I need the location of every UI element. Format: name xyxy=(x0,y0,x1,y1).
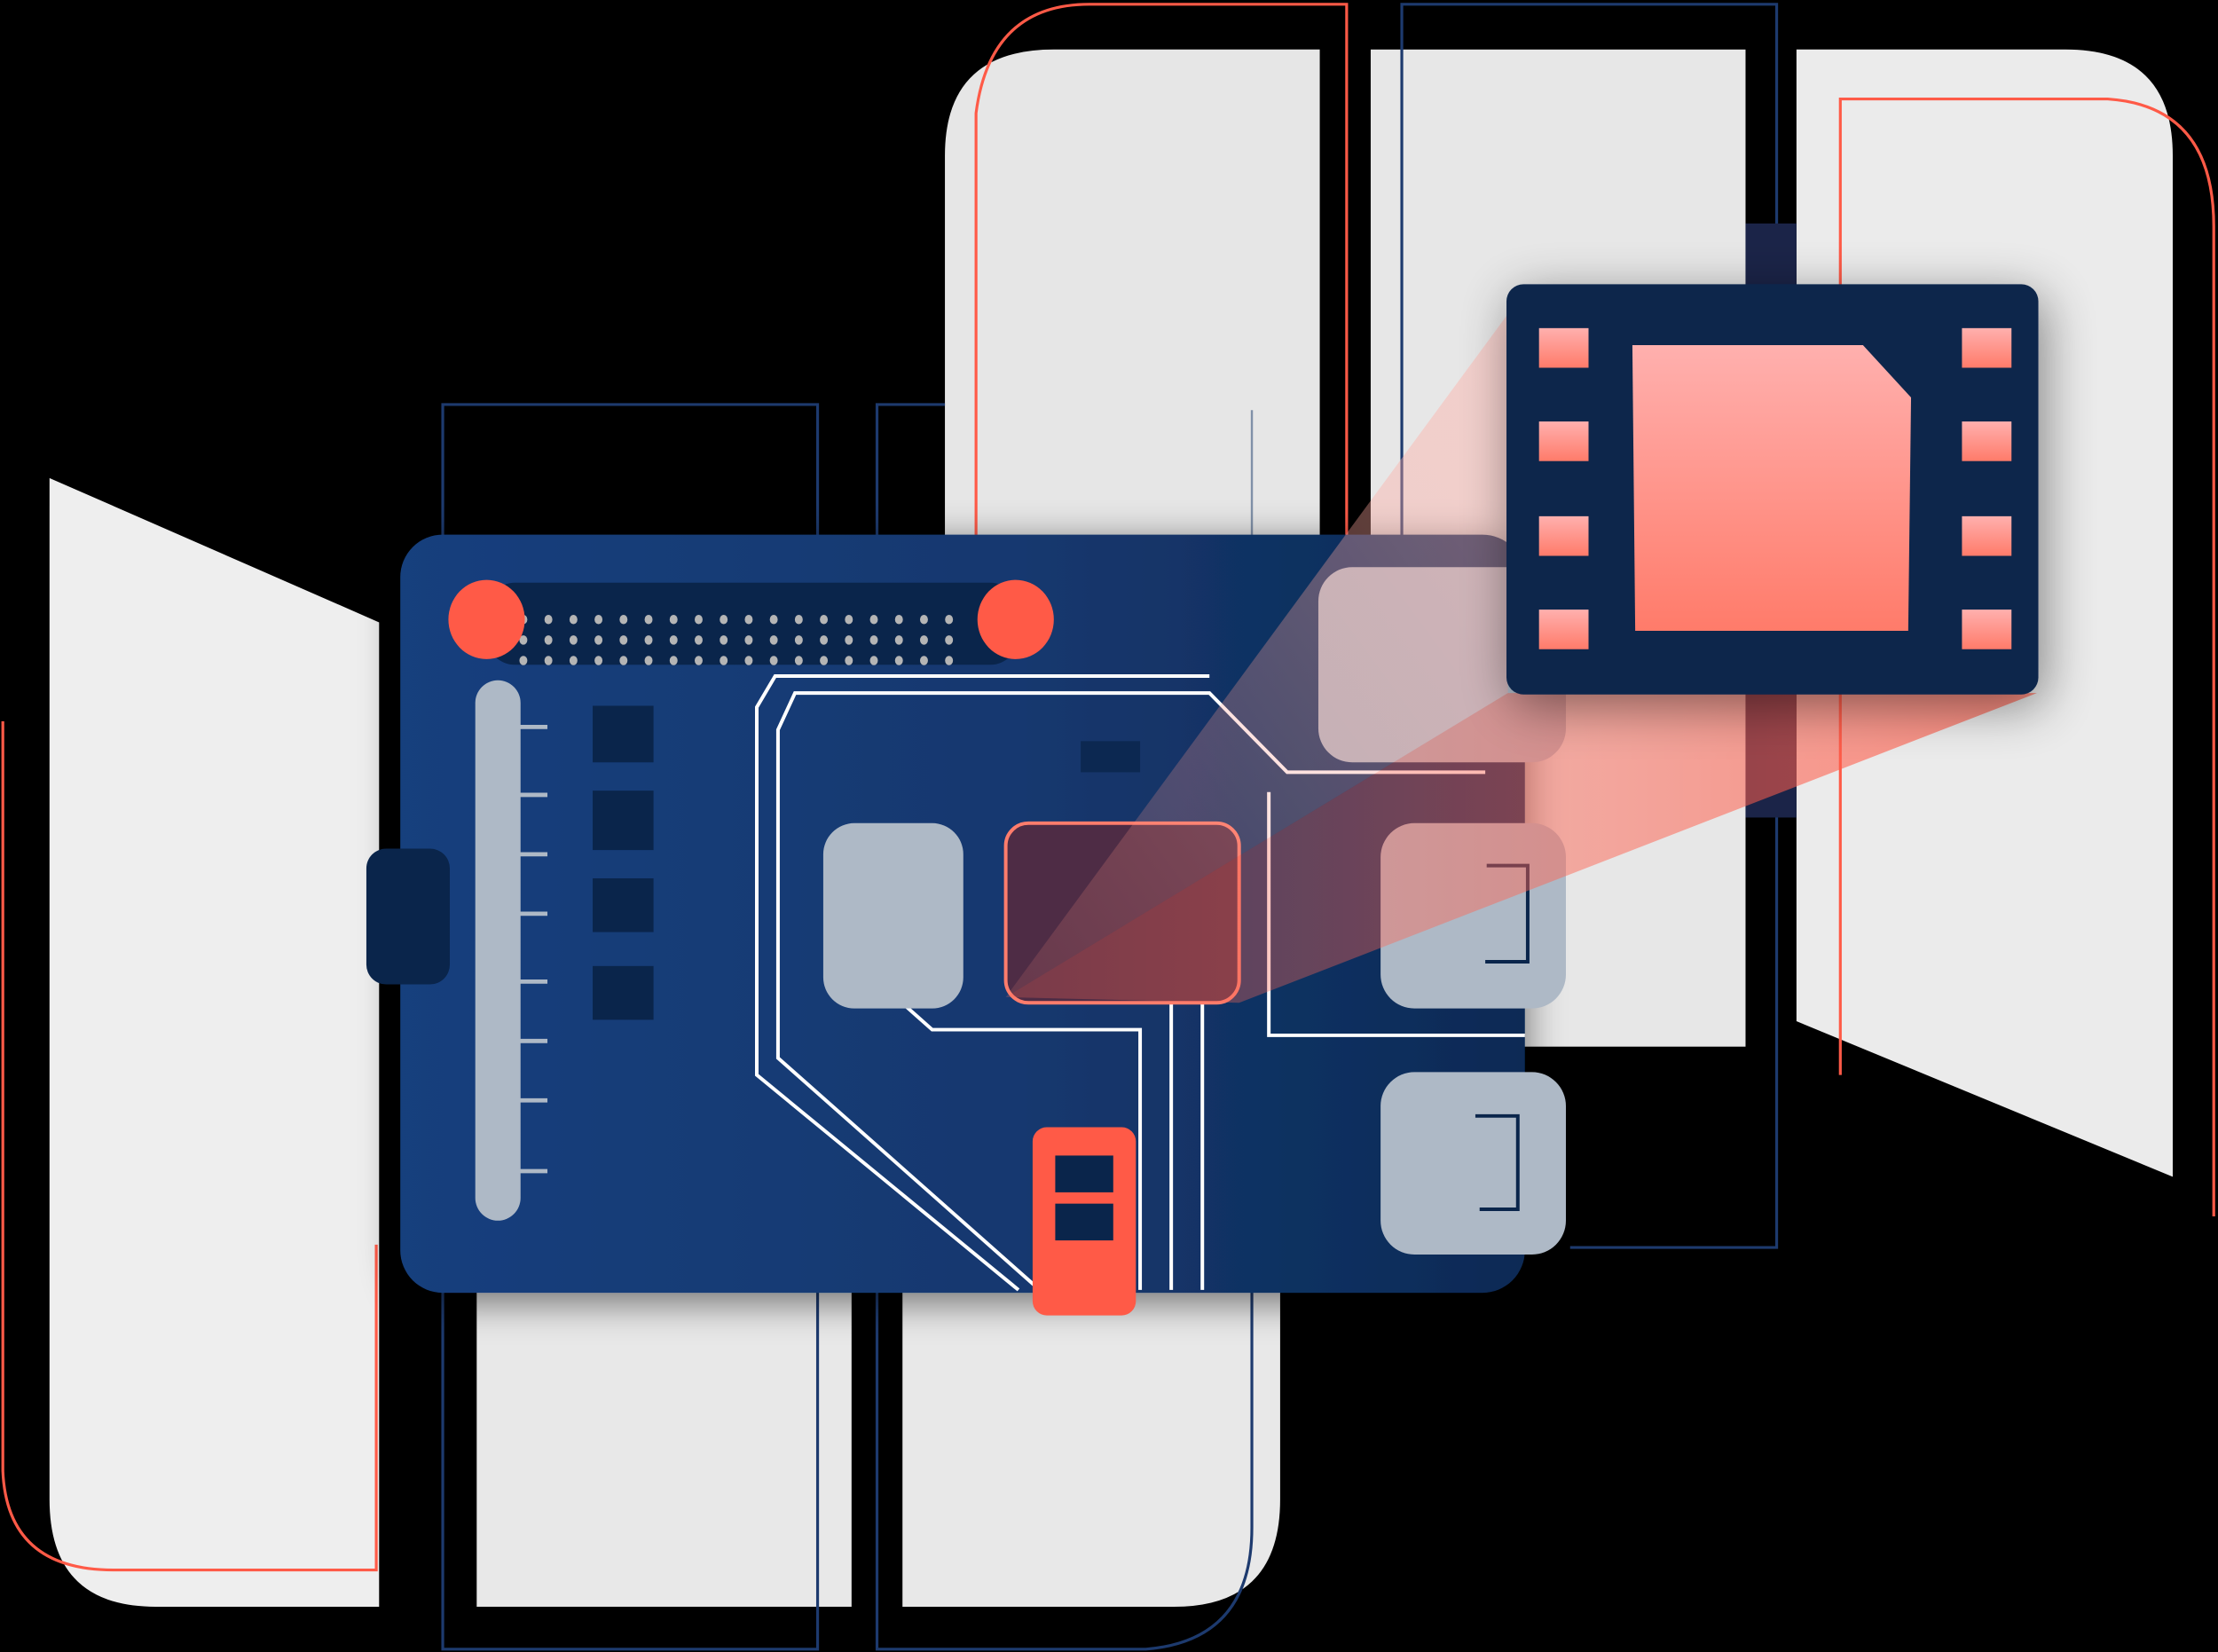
header-pins xyxy=(519,614,954,665)
header-pin xyxy=(794,656,803,665)
header-pin xyxy=(569,635,578,645)
header-pin xyxy=(619,614,628,625)
small-chip-2 xyxy=(593,791,654,851)
header-pin xyxy=(945,656,954,665)
sprocket-left-3 xyxy=(1538,515,1589,556)
header-pin xyxy=(519,635,528,645)
beam-lower xyxy=(1005,693,2037,1003)
header-mount-left xyxy=(448,579,525,659)
header-pin xyxy=(619,635,628,645)
header-pin xyxy=(869,656,878,665)
sprocket-left-4 xyxy=(1538,610,1589,649)
header-pin xyxy=(544,614,553,625)
header-pin xyxy=(894,656,903,665)
slider-rail xyxy=(475,680,548,1221)
sprocket-right-4 xyxy=(1962,610,2012,649)
header-pin xyxy=(569,656,578,665)
header-pin xyxy=(669,614,678,625)
small-chip-3 xyxy=(593,877,654,932)
film-sprockets xyxy=(1538,327,2012,649)
trace-outer xyxy=(755,674,1210,1292)
header-pin xyxy=(869,635,878,645)
header-pin xyxy=(744,635,753,645)
header-mount-right xyxy=(977,579,1054,659)
header-pin xyxy=(820,614,829,625)
switch-toggle-2 xyxy=(1055,1203,1113,1241)
navy-outline-mid-1 xyxy=(441,403,820,566)
navy-outline-top xyxy=(1400,3,1779,1249)
navy-outline-mid-2 xyxy=(441,1244,820,1651)
header-pin xyxy=(794,635,803,645)
header-pin xyxy=(544,635,553,645)
gpio-header xyxy=(448,579,1054,665)
header-pin xyxy=(720,635,728,645)
header-pin xyxy=(594,656,603,665)
header-pin xyxy=(720,656,728,665)
navy-outline-mid-4 xyxy=(875,1244,1254,1651)
tiny-chip xyxy=(1081,741,1141,773)
sprocket-left-1 xyxy=(1538,327,1589,368)
header-pin xyxy=(945,614,954,625)
lower-panel-1 xyxy=(476,1244,852,1607)
port-bottom-bracket xyxy=(1475,1113,1520,1212)
header-pin xyxy=(919,635,928,645)
header-pin xyxy=(845,614,853,625)
slider-track xyxy=(475,680,521,1221)
header-pin xyxy=(869,614,878,625)
header-pin xyxy=(845,635,853,645)
header-pin xyxy=(744,656,753,665)
header-pin xyxy=(919,614,928,625)
navy-outline-mid-3 xyxy=(875,403,946,566)
header-pin xyxy=(644,635,653,645)
header-pin xyxy=(769,614,778,625)
header-pin xyxy=(644,614,653,625)
red-outline-right xyxy=(1838,97,2215,1216)
left-slanted-panel xyxy=(49,477,380,1607)
sprocket-right-1 xyxy=(1962,327,2012,368)
header-pin xyxy=(669,656,678,665)
small-chip-1 xyxy=(593,705,654,763)
port-bottom xyxy=(1380,1072,1566,1255)
header-pin xyxy=(695,614,703,625)
sd-card-icon xyxy=(1632,344,1912,632)
header-pin xyxy=(695,635,703,645)
side-connector xyxy=(366,848,451,985)
header-pin xyxy=(644,656,653,665)
sprocket-left-2 xyxy=(1538,421,1589,461)
header-pin xyxy=(669,635,678,645)
red-dip-switch xyxy=(1032,1127,1137,1316)
small-chip-4 xyxy=(593,965,654,1020)
header-pin xyxy=(845,656,853,665)
header-pin xyxy=(519,656,528,665)
header-pin xyxy=(820,656,829,665)
header-pin xyxy=(594,635,603,645)
header-pin xyxy=(569,614,578,625)
header-pin xyxy=(695,656,703,665)
outline-accents xyxy=(1,3,2215,1651)
header-pin xyxy=(894,614,903,625)
header-pin xyxy=(945,635,954,645)
sprocket-right-2 xyxy=(1962,421,2012,461)
red-outline-top xyxy=(974,3,1349,566)
header-pin xyxy=(769,656,778,665)
header-pin xyxy=(820,635,829,645)
header-pin xyxy=(594,614,603,625)
red-outline-left xyxy=(1,721,378,1572)
header-strip xyxy=(486,582,1019,665)
sprocket-right-3 xyxy=(1962,515,2012,556)
small-chips xyxy=(593,705,654,1020)
header-pin xyxy=(744,614,753,625)
header-pin xyxy=(619,656,628,665)
header-pin xyxy=(769,635,778,645)
header-pin xyxy=(720,614,728,625)
header-pin xyxy=(544,656,553,665)
gray-component xyxy=(822,822,963,1009)
header-pin xyxy=(794,614,803,625)
lower-panel-2 xyxy=(902,1244,1280,1607)
switch-toggle-1 xyxy=(1055,1155,1113,1192)
header-pin xyxy=(919,656,928,665)
header-pin xyxy=(894,635,903,645)
trace-gray xyxy=(905,1005,1143,1290)
